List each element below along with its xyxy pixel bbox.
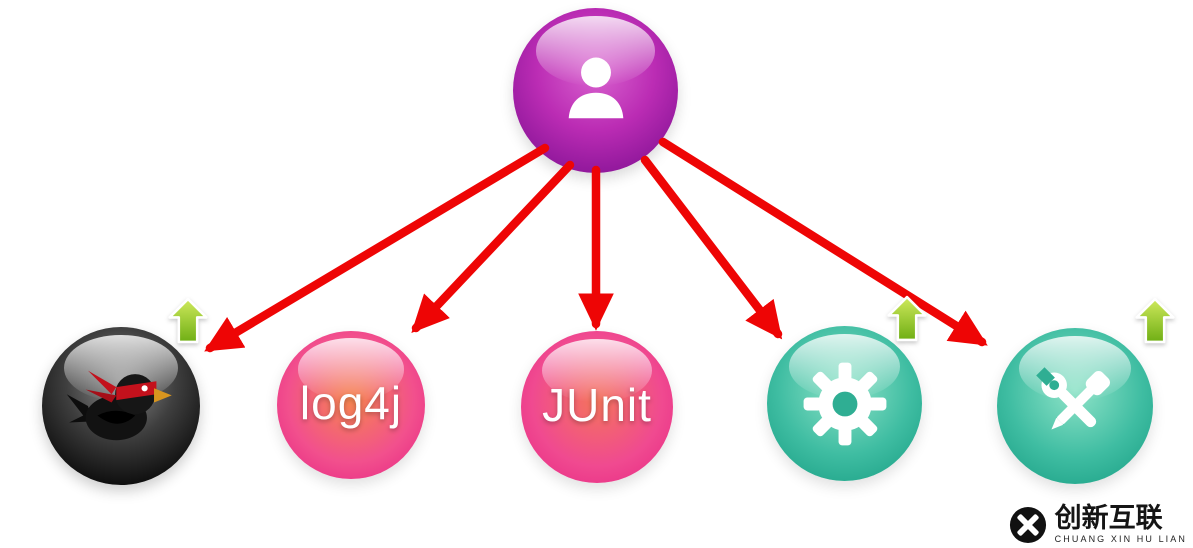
watermark-subtitle: CHUANG XIN HU LIAN — [1054, 534, 1187, 544]
upgrade-arrow-icon — [167, 297, 209, 344]
person-icon — [552, 47, 640, 135]
node-junit-label: JUnit — [542, 378, 652, 431]
node-log4j-label: log4j — [299, 376, 403, 429]
arrow-user-to-tools — [658, 137, 988, 347]
watermark-brand: 创新互联 — [1054, 503, 1163, 533]
arrow-user-to-ninja-bird — [204, 143, 550, 353]
node-tools-sphere — [997, 328, 1153, 484]
watermark: 创新互联 CHUANG XIN HU LIAN — [1009, 505, 1187, 544]
node-settings-sphere — [767, 326, 922, 481]
tools-icon — [1026, 357, 1124, 455]
arrow-user-to-settings — [640, 155, 783, 340]
arrow-user-to-log4j — [411, 160, 575, 333]
watermark-logo-icon — [1009, 506, 1047, 544]
ninja-bird-icon — [62, 347, 180, 465]
node-log4j-sphere: log4j — [277, 331, 425, 479]
node-user-sphere — [513, 8, 678, 173]
gear-icon — [799, 358, 891, 450]
upgrade-arrow-icon — [1134, 297, 1176, 344]
node-ninja-bird-sphere — [42, 327, 200, 485]
node-junit-sphere: JUnit — [521, 331, 673, 483]
upgrade-arrow-icon — [886, 295, 928, 342]
